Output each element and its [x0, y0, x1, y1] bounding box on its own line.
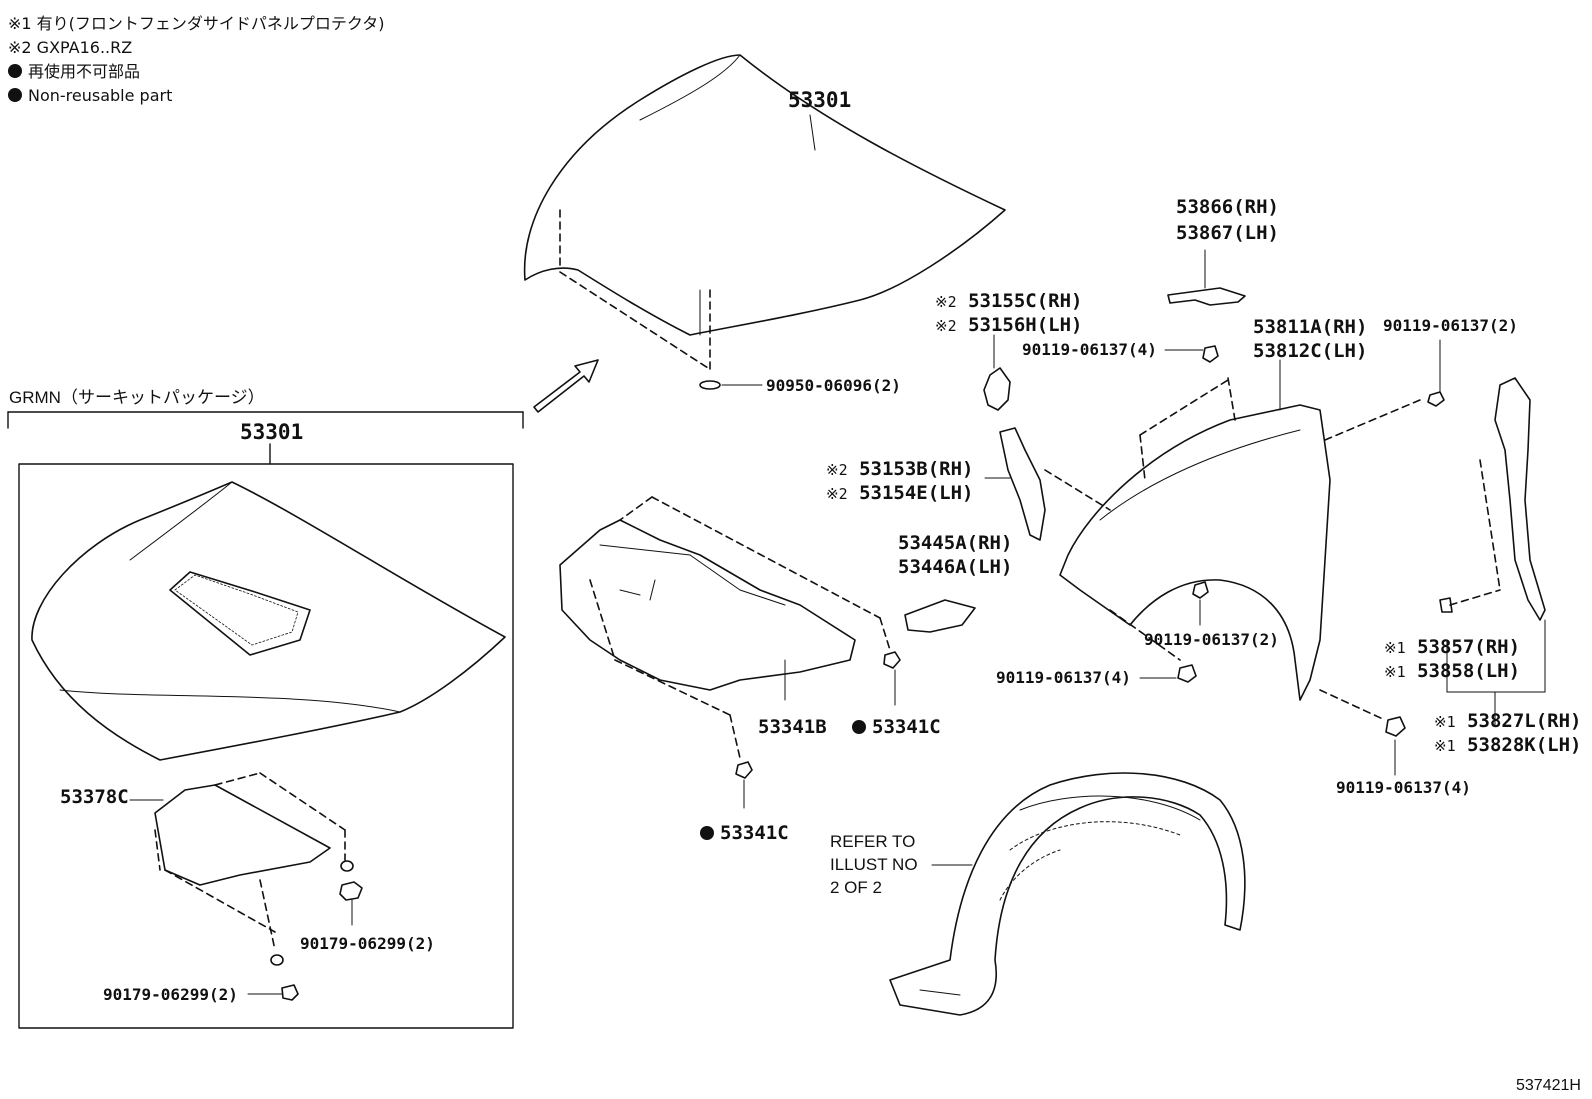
bracket-rh-mark: ※2	[935, 293, 957, 311]
seal-53866-drawing	[1167, 249, 1246, 306]
seal-side-lh-text: 53828K(LH)	[1467, 734, 1582, 756]
protector-rh-mark: ※1	[1384, 639, 1406, 657]
wheel-liner-drawing	[889, 772, 1246, 1016]
hood-grmn-drawing	[31, 481, 506, 761]
grmn-bracket	[7, 411, 524, 1029]
refer-note-line-1: REFER TO	[830, 832, 916, 851]
bracket-53155c-drawing	[983, 334, 1219, 411]
note-3-text: 再使用不可部品	[28, 62, 141, 81]
note-4-text: Non-reusable part	[28, 86, 173, 105]
panel-53378c-drawing	[129, 772, 363, 1001]
part-label-fender-rh[interactable]: 53811A(RH)	[1253, 316, 1368, 338]
part-label-seal-side-rh[interactable]: ※1 53827L(RH)	[1434, 710, 1581, 732]
seal-side-rh-mark: ※1	[1434, 713, 1456, 731]
protector-lh-mark: ※1	[1384, 663, 1406, 681]
part-label-protector-rh[interactable]: ※1 53857(RH)	[1384, 636, 1520, 658]
part-label-brace-rh[interactable]: 53445A(RH)	[898, 532, 1013, 554]
part-label-bolt-90179-b[interactable]: 90179-06299(2)	[103, 985, 238, 1004]
part-label-seal-side-lh[interactable]: ※1 53828K(LH)	[1434, 734, 1581, 756]
bracket-lh-text: 53156H(LH)	[968, 314, 1083, 336]
part-label-side-rh[interactable]: ※2 53153B(RH)	[826, 458, 973, 480]
seal-side-rh-text: 53827L(RH)	[1467, 710, 1582, 732]
brace-53445a-drawing	[904, 599, 976, 633]
seal-side-lh-mark: ※1	[1434, 737, 1456, 755]
refer-note-line-2: ILLUST NO	[830, 855, 918, 874]
insulator-drawing	[559, 496, 901, 809]
side-rh-mark: ※2	[826, 461, 848, 479]
part-label-bolt-mid-4[interactable]: 90119-06137(4)	[996, 668, 1131, 687]
non-reusable-icon	[700, 826, 714, 840]
protector-rh-text: 53857(RH)	[1417, 636, 1521, 658]
bracket-lh-mark: ※2	[935, 317, 957, 335]
part-label-clip-53341c-b[interactable]: 53341C	[700, 822, 789, 844]
part-label-bolt-right-2[interactable]: 90119-06137(2)	[1383, 316, 1518, 335]
side-53153b-drawing	[984, 427, 1111, 541]
part-label-bracket-rh[interactable]: ※2 53155C(RH)	[935, 290, 1082, 312]
side-lh-mark: ※2	[826, 485, 848, 503]
side-seal-drawing	[1439, 377, 1546, 726]
part-label-insulator[interactable]: 53341B	[758, 716, 827, 738]
non-reusable-icon	[852, 720, 866, 734]
part-label-seal-rh[interactable]: 53866(RH)	[1176, 196, 1279, 218]
note-1: ※1 有り(フロントフェンダサイドパネルプロテクタ)	[8, 14, 385, 33]
note-2: ※2 GXPA16..RZ	[8, 38, 133, 57]
bullet-icon	[8, 88, 22, 102]
illustration-id: 537421H	[1516, 1077, 1581, 1094]
fender-drawing	[1059, 339, 1445, 776]
part-label-seal-lh[interactable]: 53867(LH)	[1176, 222, 1279, 244]
bullet-icon	[8, 64, 22, 78]
clip-53341c-a-text: 53341C	[872, 716, 941, 738]
part-label-53378c[interactable]: 53378C	[60, 786, 129, 808]
hood-main-drawing	[523, 54, 1006, 390]
part-label-bolt-top-4[interactable]: 90119-06137(4)	[1022, 340, 1157, 359]
direction-arrow	[533, 359, 599, 413]
part-label-bracket-lh[interactable]: ※2 53156H(LH)	[935, 314, 1082, 336]
part-label-brace-lh[interactable]: 53446A(LH)	[898, 556, 1013, 578]
part-label-fender-lh[interactable]: 53812C(LH)	[1253, 340, 1368, 362]
part-label-side-lh[interactable]: ※2 53154E(LH)	[826, 482, 973, 504]
side-lh-text: 53154E(LH)	[859, 482, 974, 504]
part-label-protector-lh[interactable]: ※1 53858(LH)	[1384, 660, 1520, 682]
note-4: Non-reusable part	[8, 84, 172, 108]
part-label-hood-grmn[interactable]: 53301	[240, 420, 304, 444]
part-label-clip-53341c-a[interactable]: 53341C	[852, 716, 941, 738]
part-label-hood-main[interactable]: 53301	[788, 88, 852, 112]
protector-lh-text: 53858(LH)	[1417, 660, 1521, 682]
part-label-clip-90950[interactable]: 90950-06096(2)	[766, 376, 901, 395]
part-label-bolt-mid-2[interactable]: 90119-06137(2)	[1144, 630, 1279, 649]
note-3: 再使用不可部品	[8, 60, 140, 84]
part-label-bolt-bottom-4[interactable]: 90119-06137(4)	[1336, 778, 1471, 797]
side-rh-text: 53153B(RH)	[859, 458, 974, 480]
grmn-title: GRMN（サーキットパッケージ）	[9, 388, 265, 407]
refer-note-line-3: 2 OF 2	[830, 878, 882, 897]
bracket-rh-text: 53155C(RH)	[968, 290, 1083, 312]
part-label-bolt-90179-a[interactable]: 90179-06299(2)	[300, 934, 435, 953]
clip-53341c-b-text: 53341C	[720, 822, 789, 844]
